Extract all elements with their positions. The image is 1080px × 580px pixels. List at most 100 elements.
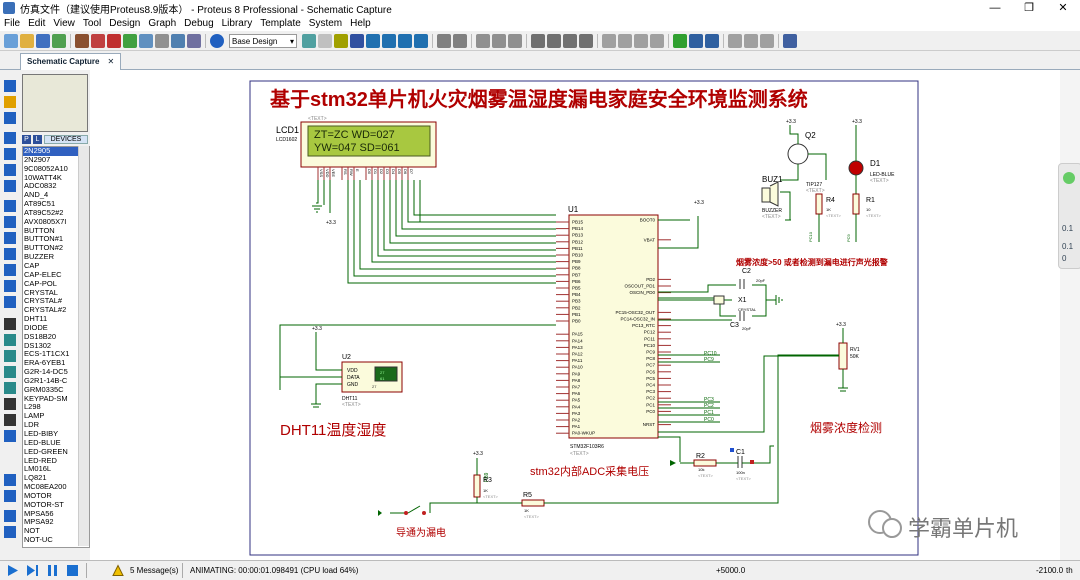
device-list-item[interactable]: 2N2907 bbox=[24, 154, 51, 164]
c3-symbol[interactable] bbox=[739, 311, 745, 321]
search-icon[interactable] bbox=[689, 33, 703, 48]
schematic-icon[interactable] bbox=[91, 33, 105, 48]
cut-icon[interactable] bbox=[476, 33, 490, 48]
device-list-item[interactable]: BUTTON#2 bbox=[24, 243, 64, 253]
new-sheet-icon[interactable] bbox=[728, 33, 742, 48]
x1-symbol[interactable] bbox=[713, 295, 725, 305]
r2-symbol[interactable] bbox=[693, 459, 717, 467]
device-list-item[interactable]: 10WATT4K bbox=[24, 172, 62, 182]
device-list-item[interactable]: CAP-ELEC bbox=[24, 269, 62, 279]
home-icon[interactable] bbox=[75, 33, 89, 48]
device-list-item[interactable]: CRYSTAL bbox=[24, 287, 58, 297]
rotate-ccw-icon[interactable] bbox=[4, 490, 16, 502]
maximize-button[interactable]: ❐ bbox=[1024, 2, 1034, 14]
zoom-in-icon[interactable] bbox=[366, 33, 380, 48]
device-list-item[interactable]: MPSA56 bbox=[24, 508, 54, 518]
origin-icon[interactable] bbox=[334, 33, 348, 48]
variant-select[interactable]: Base Design bbox=[229, 33, 297, 49]
device-list-item[interactable]: MOTOR bbox=[24, 490, 52, 500]
device-list-item[interactable]: LED-RED bbox=[24, 455, 57, 465]
step-icon[interactable] bbox=[26, 564, 39, 577]
help-icon[interactable] bbox=[210, 33, 224, 48]
messages-count[interactable]: 5 Message(s) bbox=[130, 566, 179, 575]
q2-symbol[interactable] bbox=[787, 143, 809, 165]
schematic-canvas[interactable]: 基于stm32单片机火灾烟雾温湿度漏电家庭安全环境监测系统 LCD1 LCD16… bbox=[90, 70, 1060, 560]
device-list-item[interactable]: LQ821 bbox=[24, 473, 47, 483]
device-list-item[interactable]: BUTTON#1 bbox=[24, 234, 64, 244]
device-list-item[interactable]: MC08EA200 bbox=[24, 482, 67, 492]
text-script-mode-icon[interactable] bbox=[4, 148, 16, 160]
d1-led-symbol[interactable] bbox=[848, 160, 864, 176]
report-icon[interactable] bbox=[783, 33, 797, 48]
copy-icon[interactable] bbox=[492, 33, 506, 48]
open-icon[interactable] bbox=[20, 33, 34, 48]
block-delete-icon[interactable] bbox=[579, 33, 593, 48]
device-list-item[interactable]: DS1302 bbox=[24, 340, 52, 350]
c2-symbol[interactable] bbox=[739, 279, 745, 289]
zoom-area-icon[interactable] bbox=[414, 33, 428, 48]
device-list-item[interactable]: CRYSTAL#2 bbox=[24, 305, 67, 315]
circle-mode-icon[interactable] bbox=[4, 350, 16, 362]
device-list-item[interactable]: LED-GREEN bbox=[24, 446, 68, 456]
pan-icon[interactable] bbox=[350, 33, 364, 48]
save-icon[interactable] bbox=[36, 33, 50, 48]
package-icon[interactable] bbox=[634, 33, 648, 48]
make-device-icon[interactable] bbox=[618, 33, 632, 48]
overview-window[interactable] bbox=[22, 74, 88, 132]
undo-icon[interactable] bbox=[437, 33, 451, 48]
device-list-item[interactable]: LDR bbox=[24, 420, 40, 430]
device-list-item[interactable]: 2N2905 bbox=[23, 147, 89, 156]
debug-icon[interactable] bbox=[187, 33, 201, 48]
instrument-mode-icon[interactable] bbox=[4, 296, 16, 308]
zoom-out-icon[interactable] bbox=[382, 33, 396, 48]
device-list-scrollbar[interactable] bbox=[78, 146, 89, 546]
decompose-icon[interactable] bbox=[650, 33, 664, 48]
c1-symbol[interactable] bbox=[737, 456, 743, 468]
rv1-symbol[interactable] bbox=[838, 342, 848, 370]
tab-schematic-capture[interactable]: Schematic Capture✕ bbox=[20, 53, 122, 70]
pick-devices-button[interactable]: P bbox=[22, 135, 31, 144]
terminal-mode-icon[interactable] bbox=[4, 200, 16, 212]
pin-mode-icon[interactable] bbox=[4, 216, 16, 228]
device-list-item[interactable]: DHT11 bbox=[24, 314, 48, 324]
menu-graph[interactable]: Graph bbox=[148, 18, 177, 29]
r1-symbol[interactable] bbox=[852, 193, 860, 215]
zoom-all-icon[interactable] bbox=[398, 33, 412, 48]
device-list-item[interactable]: CRYSTAL# bbox=[24, 296, 63, 306]
new-icon[interactable] bbox=[4, 33, 18, 48]
import-icon[interactable] bbox=[52, 33, 66, 48]
device-list-item[interactable]: MOTOR-ST bbox=[24, 499, 64, 509]
remove-sheet-icon[interactable] bbox=[744, 33, 758, 48]
selection-mode-icon[interactable] bbox=[4, 80, 16, 92]
r4-symbol[interactable] bbox=[815, 193, 823, 215]
stop-icon[interactable] bbox=[66, 564, 79, 577]
probe-mode-icon[interactable] bbox=[4, 280, 16, 292]
redo-icon[interactable] bbox=[453, 33, 467, 48]
text-mode-icon[interactable] bbox=[4, 398, 16, 410]
grid-icon[interactable] bbox=[318, 33, 332, 48]
box-mode-icon[interactable] bbox=[4, 334, 16, 346]
menu-debug[interactable]: Debug bbox=[184, 18, 214, 29]
device-list-item[interactable]: NOT bbox=[24, 526, 40, 536]
device-list-item[interactable]: 9C08052A10 bbox=[24, 163, 68, 173]
device-list-item[interactable]: L298 bbox=[24, 402, 41, 412]
device-list-item[interactable]: AVX0805X7I bbox=[24, 216, 67, 226]
symbol-mode-icon[interactable] bbox=[4, 414, 16, 426]
generator-mode-icon[interactable] bbox=[4, 264, 16, 276]
device-list-item[interactable]: MPSA92 bbox=[24, 517, 54, 527]
device-list-item[interactable]: LM016L bbox=[24, 464, 52, 474]
line-mode-icon[interactable] bbox=[4, 318, 16, 330]
property-icon[interactable] bbox=[705, 33, 719, 48]
device-list-item[interactable]: LED-BLUE bbox=[24, 437, 61, 447]
menu-edit[interactable]: Edit bbox=[28, 18, 46, 29]
device-list-item[interactable]: CAP bbox=[24, 260, 40, 270]
device-list-item[interactable]: AT89C52#2 bbox=[24, 207, 64, 217]
menu-library[interactable]: Library bbox=[221, 18, 253, 29]
device-list-item[interactable]: DS18B20 bbox=[24, 331, 57, 341]
device-list-item[interactable]: LED-BIBY bbox=[24, 429, 59, 438]
r3-symbol[interactable] bbox=[473, 474, 481, 498]
pause-icon[interactable] bbox=[46, 564, 59, 577]
menu-template[interactable]: Template bbox=[260, 18, 301, 29]
mcu-body[interactable] bbox=[568, 214, 659, 439]
device-list-item[interactable]: G2R1-14B-C bbox=[24, 375, 68, 385]
